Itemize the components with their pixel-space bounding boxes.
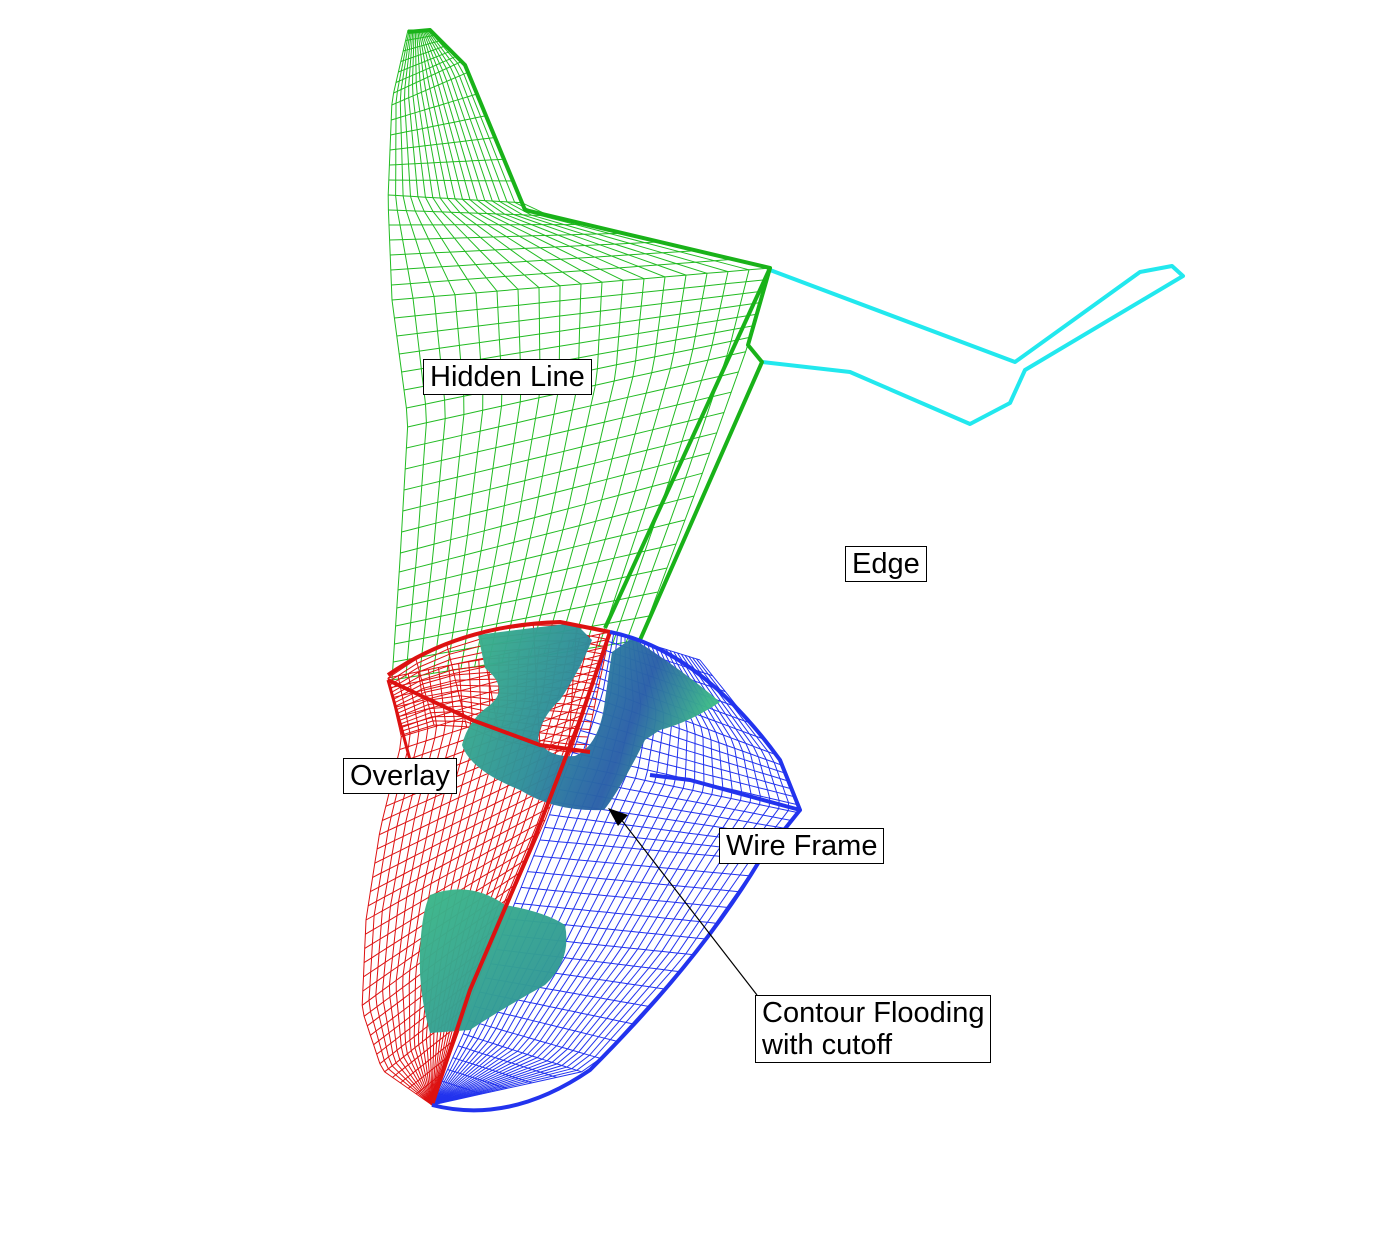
- mesh-line: [368, 675, 433, 1106]
- mesh-line: [420, 29, 624, 656]
- mesh-line: [395, 29, 427, 678]
- mesh-line: [416, 29, 541, 665]
- mesh-line: [387, 29, 409, 681]
- mesh-line: [431, 652, 743, 1106]
- mesh-line: [422, 29, 645, 654]
- mesh-line: [395, 667, 447, 1106]
- mesh-line: [423, 29, 666, 652]
- mesh-line: [393, 678, 600, 704]
- bold-seams: [386, 28, 802, 1113]
- mesh-line: [418, 29, 582, 661]
- mesh-line: [431, 649, 714, 1106]
- wire-frame-label: Wire Frame: [719, 828, 885, 864]
- mesh-line: [431, 648, 705, 1106]
- contour-flood-lower: [419, 889, 567, 1033]
- contour-flooding-label: Contour Flooding with cutoff: [755, 995, 992, 1063]
- edge-outline: [761, 264, 1185, 426]
- mesh-line: [431, 646, 696, 1106]
- mesh-line: [431, 633, 615, 1106]
- mesh-line: [414, 29, 522, 667]
- mesh-line: [361, 677, 433, 1106]
- edge-label: Edge: [845, 546, 927, 582]
- mesh-line: [388, 669, 438, 1106]
- mesh-line: [411, 29, 503, 669]
- mesh-line: [403, 29, 465, 674]
- mesh-line: [428, 29, 750, 643]
- mesh-line: [419, 29, 603, 658]
- contour-flood-upper: [462, 623, 720, 811]
- mesh-line: [399, 29, 446, 676]
- hidden-line-surface: [387, 29, 771, 681]
- mesh-line: [431, 651, 733, 1106]
- hidden-line-label: Hidden Line: [423, 359, 592, 395]
- mesh-line: [382, 671, 433, 1106]
- mesh-line: [375, 673, 433, 1106]
- mesh-line: [425, 29, 708, 647]
- overlay-label: Overlay: [343, 758, 457, 794]
- mesh-line: [408, 29, 484, 672]
- mesh-line: [394, 684, 598, 707]
- mesh-line: [424, 29, 687, 650]
- contour-flooding-callout: [608, 808, 758, 996]
- mesh-line: [431, 653, 752, 1106]
- mesh-line: [431, 650, 724, 1106]
- mesh-line: [402, 665, 455, 1106]
- mesh-line: [427, 29, 729, 645]
- mesh-line: [431, 645, 688, 1106]
- mesh-line: [417, 29, 561, 663]
